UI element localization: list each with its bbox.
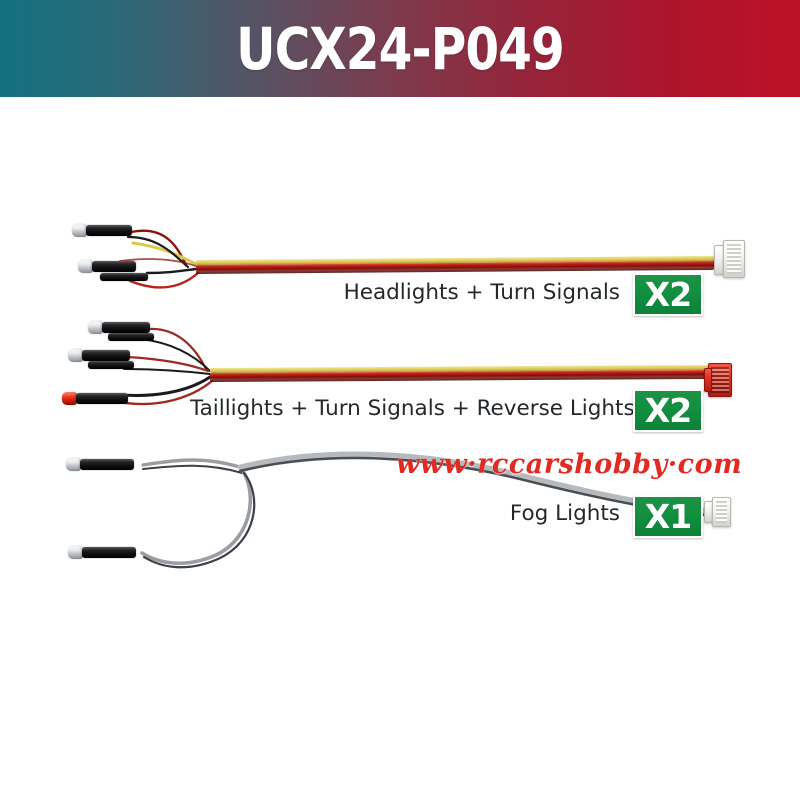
wire-black-bottom-row2 — [120, 375, 212, 397]
led-taillight-2 — [68, 349, 83, 362]
row-label-headlights: Headlights + Turn Signals — [343, 280, 620, 305]
led-sleeve-headlight-2b — [100, 273, 148, 281]
qty-badge-fog-lights: X1 — [633, 495, 703, 538]
qty-badge-taillights: X2 — [633, 389, 703, 432]
wire-black-upper-row1 — [126, 235, 190, 269]
connector-pins-row1 — [727, 244, 741, 274]
wire-black-upper-row3 — [142, 464, 243, 474]
watermark-text: www·rccarshobby·com — [396, 449, 743, 480]
row-label-fog-lights: Fog Lights — [509, 501, 620, 526]
wire-red-top-row2 — [146, 327, 208, 371]
wire-black-lower-row1 — [145, 267, 198, 275]
led-sleeve-reverse-red — [76, 393, 128, 404]
row-label-taillights: Taillights + Turn Signals + Reverse Ligh… — [190, 396, 635, 421]
led-sleeve-fog-1 — [80, 459, 134, 470]
connector-pins-row2 — [711, 367, 729, 393]
connector-white-row3 — [712, 497, 731, 527]
led-sleeve-taillight-2b — [88, 361, 134, 369]
led-sleeve-headlight-1 — [86, 225, 132, 236]
wire-red-upper-row1 — [129, 229, 188, 267]
led-reverse-red — [62, 392, 77, 405]
connector-red-tab-row2 — [704, 368, 712, 392]
product-photo-stage: Headlights + Turn Signals X2 Taillights … — [0, 97, 800, 800]
wire-gray-upper-row3 — [141, 458, 242, 469]
led-sleeve-taillight-1b — [108, 333, 154, 341]
wire-red-mid-row2 — [126, 355, 210, 373]
qty-badge-headlights: X2 — [633, 273, 703, 316]
led-sleeve-taillight-1 — [102, 322, 150, 333]
led-sleeve-fog-2 — [82, 547, 136, 558]
led-fog-1 — [66, 458, 81, 471]
led-headlight-2 — [78, 260, 93, 273]
led-sleeve-taillight-2 — [82, 350, 130, 361]
wire-gray-loop-row3 — [140, 465, 253, 566]
wire-black-top-row2 — [141, 338, 211, 372]
wire-black-mid-row2 — [123, 368, 211, 375]
connector-red-row2 — [708, 363, 732, 397]
header-banner: UCX24-P049 — [0, 0, 800, 97]
wire-black-loop-row3 — [142, 471, 256, 569]
connector-pins-row3 — [716, 501, 727, 523]
connector-white-row1 — [723, 240, 745, 278]
led-taillight-1 — [88, 321, 103, 334]
page-title: UCX24-P049 — [236, 14, 565, 83]
led-fog-2 — [68, 546, 83, 559]
wire-yellow-row1 — [131, 241, 198, 266]
led-headlight-1 — [72, 224, 87, 237]
led-sleeve-headlight-2 — [92, 261, 136, 272]
